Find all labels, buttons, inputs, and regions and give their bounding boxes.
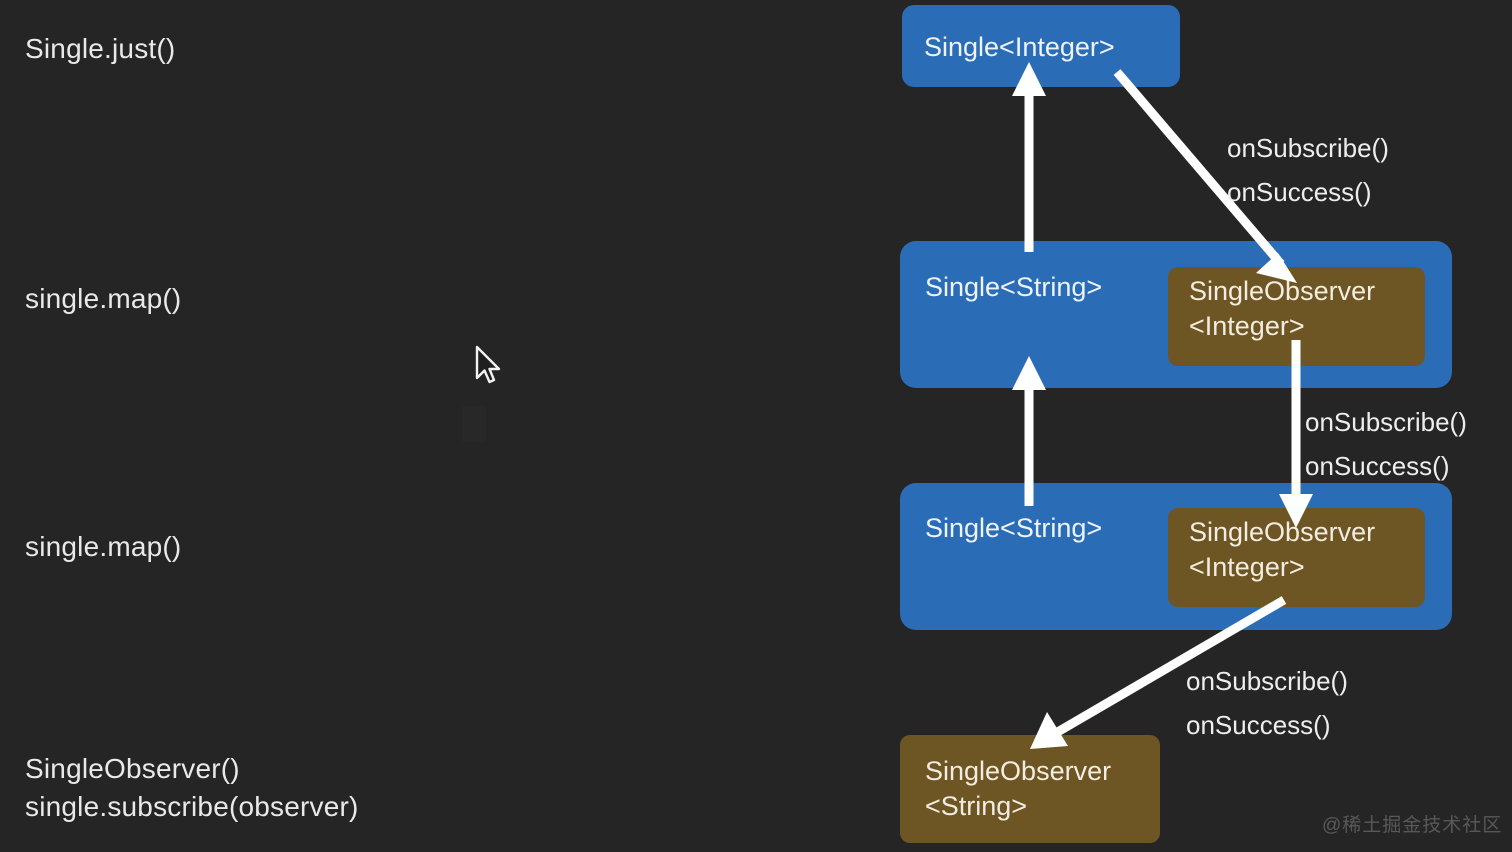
arrow-map1-to-just: [1012, 62, 1046, 252]
step-label-single-just: Single.just(): [25, 33, 176, 64]
step-label-single-map-2: single.map(): [25, 531, 182, 562]
single-observer-string-box-label: SingleObserver <String>: [925, 756, 1112, 821]
callout-onsubscribe-onsuccess-2: onSubscribe() onSuccess(): [1305, 407, 1467, 481]
background-artifact: [462, 406, 486, 442]
mouse-cursor-icon: [475, 345, 501, 384]
single-integer-box-label: Single<Integer>: [924, 32, 1115, 62]
step-label-single-map-1: single.map(): [25, 283, 182, 314]
single-observer-string-box: [900, 735, 1160, 843]
single-string-box-2-label: Single<String>: [925, 513, 1103, 543]
callout-onsubscribe-onsuccess-1: onSubscribe() onSuccess(): [1227, 133, 1389, 207]
single-observer-integer-box-2-label: SingleObserver <Integer>: [1189, 517, 1376, 582]
step-label-single-subscribe: SingleObserver() single.subscribe(observ…: [25, 753, 359, 822]
single-string-box-1-label: Single<String>: [925, 272, 1103, 302]
watermark: @稀土掘金技术社区: [1322, 815, 1503, 836]
single-observer-integer-box-1-label: SingleObserver <Integer>: [1189, 276, 1376, 341]
callout-onsubscribe-onsuccess-3: onSubscribe() onSuccess(): [1186, 666, 1348, 740]
